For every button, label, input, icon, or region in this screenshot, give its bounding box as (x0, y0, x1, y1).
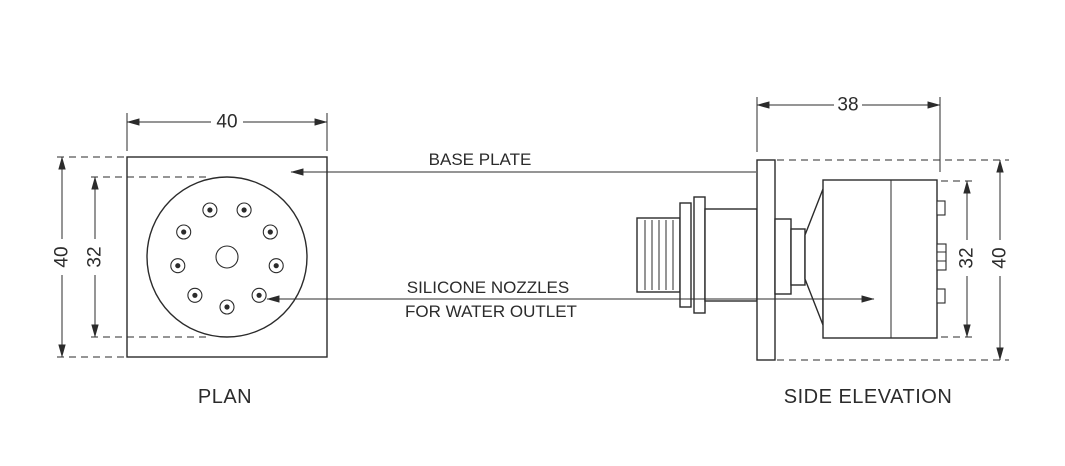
side-dim-depth: 38 (756, 95, 941, 172)
side-neck-step-2 (790, 228, 806, 286)
annotation-base-plate: BASE PLATE (290, 150, 756, 176)
nozzle (176, 224, 192, 240)
nozzle (202, 202, 218, 218)
side-neck-step-1 (774, 218, 792, 295)
nozzle-profile-middle (936, 243, 947, 271)
dimension-value: 32 (957, 247, 978, 268)
dimension-value: 40 (216, 112, 237, 133)
nozzle (262, 224, 278, 240)
annotation-silicone-nozzles: SILICONE NOZZLES FOR WATER OUTLET (266, 278, 875, 321)
side-flange-washer (693, 196, 706, 314)
nozzle-profile-top (936, 200, 946, 216)
side-neck-taper (804, 188, 824, 326)
base-plate-callout-text: BASE PLATE (429, 150, 532, 169)
nozzle (251, 287, 267, 303)
plan-dim-circle: 32 (85, 176, 206, 338)
nozzles-callout-text-line2: FOR WATER OUTLET (405, 302, 577, 321)
dimension-value: 38 (837, 95, 858, 116)
side-nozzle-profiles (936, 200, 947, 304)
plan-dim-height: 40 (52, 156, 124, 358)
plan-view-label: PLAN (198, 386, 252, 408)
thread-hatch (644, 220, 674, 290)
side-fitting-body (704, 208, 758, 302)
nozzles-callout-text-line1: SILICONE NOZZLES (407, 278, 569, 297)
side-elevation-label: SIDE ELEVATION (784, 386, 953, 408)
side-dim-plate-height: 40 (777, 159, 1011, 361)
nozzle-profile-bottom (936, 288, 946, 304)
nozzle (170, 258, 186, 274)
dimension-value: 40 (990, 247, 1011, 268)
plan-dim-width: 40 (126, 112, 328, 151)
side-jet-head (822, 179, 938, 339)
plan-view: 40 40 32 PLAN (52, 112, 328, 408)
nozzle (187, 287, 203, 303)
plan-center-hole (215, 245, 239, 269)
nozzle (236, 202, 252, 218)
dimension-value: 32 (85, 246, 106, 267)
side-base-plate (756, 159, 776, 361)
side-elevation-view: 38 32 40 SIDE ELEVATION (636, 95, 1011, 408)
side-locknut (679, 202, 692, 308)
nozzle (219, 299, 235, 315)
dimension-value: 40 (52, 246, 73, 267)
nozzle (268, 258, 284, 274)
side-dim-body-height: 32 (941, 180, 978, 338)
